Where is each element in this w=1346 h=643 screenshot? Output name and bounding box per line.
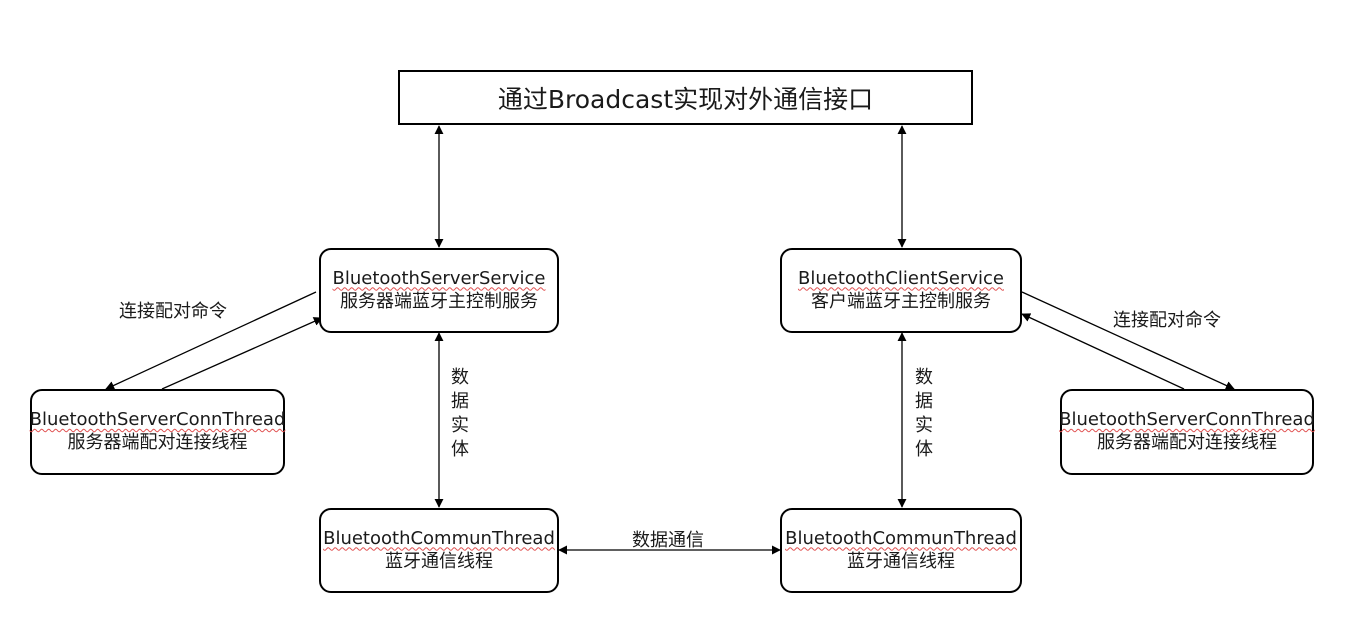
arrow-server-to-conn-left [105,291,317,390]
data-entity-label-right: 数据实体 [915,367,933,460]
server-conn-thread-right-node: BluetoothServerConnThread 服务器端配对连接线程 [1059,389,1315,475]
client-service-name: BluetoothClientService [797,267,1004,289]
server-conn-thread-left-desc: 服务器端配对连接线程 [67,432,248,453]
connect-pair-label-right: 连接配对命令 [1113,310,1221,331]
server-conn-thread-left-node: BluetoothServerConnThread 服务器端配对连接线程 [30,389,285,475]
broadcast-interface-label: 通过Broadcast实现对外通信接口 [497,84,874,114]
broadcast-interface-box: 通过Broadcast实现对外通信接口 [398,70,973,125]
server-conn-thread-right-name: BluetoothServerConnThread [1059,409,1315,430]
arrow-conn-right-to-client [1021,313,1185,390]
data-entity-label-left: 数据实体 [451,367,469,460]
server-service-name: BluetoothServerService [332,267,546,289]
commun-thread-right-node: BluetoothCommunThread 蓝牙通信线程 [780,508,1022,593]
commun-thread-left-name: BluetoothCommunThread [323,527,555,549]
arrow-conn-left-to-server [161,317,323,390]
server-service-node: BluetoothServerService 服务器端蓝牙主控制服务 [319,248,559,333]
server-conn-thread-right-desc: 服务器端配对连接线程 [1097,432,1277,453]
connect-pair-label-left: 连接配对命令 [119,301,227,322]
commun-thread-right-name: BluetoothCommunThread [785,527,1017,549]
commun-thread-left-desc: 蓝牙通信线程 [385,550,493,572]
data-comm-label: 数据通信 [632,530,704,551]
commun-thread-right-desc: 蓝牙通信线程 [847,550,955,572]
commun-thread-left-node: BluetoothCommunThread 蓝牙通信线程 [319,508,559,593]
arrow-client-to-conn-right [1021,291,1235,390]
server-service-desc: 服务器端蓝牙主控制服务 [340,290,538,312]
client-service-desc: 客户端蓝牙主控制服务 [811,290,991,312]
server-conn-thread-left-name: BluetoothServerConnThread [29,409,286,430]
client-service-node: BluetoothClientService 客户端蓝牙主控制服务 [780,248,1022,333]
